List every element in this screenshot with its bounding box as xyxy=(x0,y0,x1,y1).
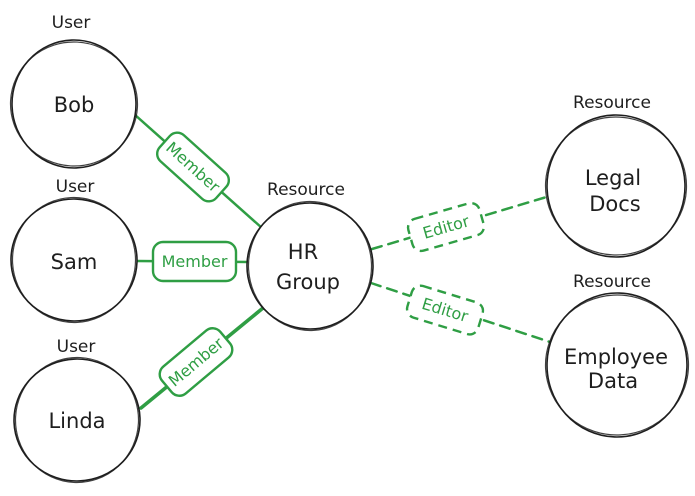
node-employee-data-name-line1: Employee xyxy=(564,345,668,369)
node-legal-docs-circle xyxy=(546,114,686,258)
node-hr-group-circle xyxy=(246,202,374,330)
node-sam-type-label: User xyxy=(56,177,95,197)
node-bob: User Bob xyxy=(9,13,139,169)
edge-label-editor-employee-box xyxy=(405,284,485,336)
node-sam-circle-sketch xyxy=(11,196,137,324)
edge-label-member-sam-box xyxy=(151,240,238,283)
node-employee-data-circle-sketch xyxy=(544,294,690,436)
node-bob-circle-sketch xyxy=(9,41,139,167)
node-hr-group-type-label: Resource xyxy=(267,180,345,200)
node-employee-data: Resource Employee Data xyxy=(544,272,690,438)
node-linda-circle-sketch xyxy=(14,356,140,484)
node-linda-circle xyxy=(13,358,141,482)
node-employee-data-type-label: Resource xyxy=(573,272,651,292)
node-legal-docs-name-line1: Legal xyxy=(585,166,641,190)
edge-label-editor-legal-box xyxy=(406,201,486,253)
node-linda-name: Linda xyxy=(48,409,105,433)
edge-label-member-bob: Member xyxy=(155,131,231,203)
node-bob-name: Bob xyxy=(54,93,95,117)
edge-label-member-linda: Member xyxy=(158,327,234,397)
node-sam: User Sam xyxy=(10,177,138,324)
node-employee-data-circle xyxy=(546,292,688,438)
node-sam-name: Sam xyxy=(51,250,98,274)
edge-label-editor-legal: Editor xyxy=(406,201,486,253)
node-hr-group-name-line2: Group xyxy=(276,270,340,294)
edge-label-member-sam: Member xyxy=(151,240,238,283)
edge-label-editor-employee: Editor xyxy=(405,284,485,336)
node-linda: User Linda xyxy=(13,337,141,484)
node-hr-group-name-line1: HR xyxy=(288,240,318,264)
node-bob-type-label: User xyxy=(52,13,91,33)
node-employee-data-name-line2: Data xyxy=(588,369,638,393)
node-linda-type-label: User xyxy=(57,337,96,357)
node-hr-group: Resource HR Group xyxy=(246,180,374,332)
node-legal-docs-circle-sketch xyxy=(544,116,688,256)
node-legal-docs-name-line2: Docs xyxy=(589,192,641,216)
node-legal-docs: Resource Legal Docs xyxy=(544,93,688,258)
edge-label-member-bob-box xyxy=(155,131,231,203)
node-hr-group-circle-sketch xyxy=(247,200,373,332)
edge-label-member-sam-text: Member xyxy=(162,252,228,271)
node-bob-circle xyxy=(11,39,137,169)
node-legal-docs-type-label: Resource xyxy=(573,93,651,113)
edge-label-member-linda-box xyxy=(158,327,234,397)
node-sam-circle xyxy=(10,198,138,322)
